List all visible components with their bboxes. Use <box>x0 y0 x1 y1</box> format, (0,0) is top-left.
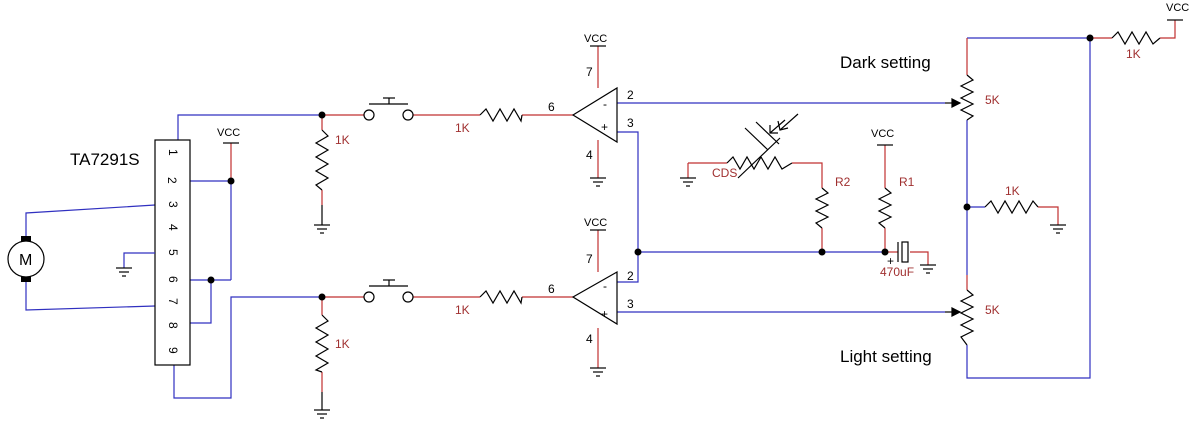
vcc-label: VCC <box>584 217 607 229</box>
cap-value: 470uF <box>880 265 914 279</box>
cap-plus-sign: + <box>887 254 894 268</box>
op-amp-icon: - + 6 2 3 7 4 <box>548 65 634 162</box>
vcc-label: VCC <box>217 127 240 139</box>
ic-gnd-wire <box>123 252 155 268</box>
ic-pin-label: 6 <box>166 276 180 283</box>
vcc-label: VCC <box>584 33 607 45</box>
junction-dot-icon <box>318 111 326 119</box>
ground-icon <box>590 177 606 187</box>
vcc-label: VCC <box>1166 2 1189 14</box>
vcc-symbol: VCC <box>584 217 607 231</box>
resistor-icon <box>1111 30 1161 46</box>
resistor-icon <box>984 199 1039 215</box>
opamp-plus-sign: + <box>601 120 608 134</box>
ic-pin-label: 2 <box>165 177 179 184</box>
dark-setting-heading: Dark setting <box>840 53 931 72</box>
vcc-symbol: VCC <box>1166 2 1189 21</box>
vcc-symbol: VCC <box>584 33 607 47</box>
top-pull-resistor-value: 1K <box>335 133 350 147</box>
ground-icon <box>1050 224 1066 234</box>
ic-pin-label: 4 <box>166 224 180 231</box>
junction-dot-icon <box>634 248 642 256</box>
opamp-pin-out: 6 <box>548 282 555 296</box>
ic-pin-label: 8 <box>166 322 180 329</box>
ground-icon <box>314 392 330 419</box>
op-amp-icon: - + 6 2 3 7 4 <box>548 252 634 346</box>
junction-dot-icon <box>963 203 971 211</box>
junction-dots <box>207 34 1094 301</box>
push-button-icon <box>363 97 414 121</box>
ground-icon <box>680 177 696 187</box>
light-setting-heading: Light setting <box>840 347 932 366</box>
resistor-icon <box>814 187 830 229</box>
junction-dot-icon <box>881 248 889 256</box>
r1-label: R1 <box>899 175 915 189</box>
junction-dot-icon <box>207 276 215 284</box>
push-button-icon <box>363 279 414 303</box>
resistor-icon <box>479 289 523 305</box>
red-wires <box>230 20 1176 392</box>
potentiometer-icon <box>945 289 975 346</box>
ground-icon <box>590 367 606 377</box>
top-series-resistor-value: 1K <box>455 121 470 135</box>
ic-pin-label: 3 <box>166 201 180 208</box>
vcc-label: VCC <box>871 128 894 140</box>
ground-icon <box>920 264 936 274</box>
opamp-pin-noninv: 3 <box>627 297 634 311</box>
ldr-icon <box>726 113 799 179</box>
ground-icon <box>116 267 132 277</box>
ic-pin-label: 9 <box>166 347 180 354</box>
ic-name: TA7291S <box>70 150 140 169</box>
vcc-symbol: VCC <box>217 127 240 144</box>
opamp-pin-vcc: 7 <box>586 65 593 79</box>
bottom-series-resistor-value: 1K <box>455 303 470 317</box>
opamp-minus-sign: - <box>603 279 607 293</box>
resistor-icon <box>314 129 330 191</box>
ic-pin-label: 5 <box>166 249 180 256</box>
opamp-pin-vcc: 7 <box>586 252 593 266</box>
vcc-symbol: VCC <box>871 128 894 146</box>
capacitor-icon <box>897 241 909 263</box>
junction-dot-icon <box>1086 34 1094 42</box>
pot-light-value: 5K <box>985 303 1000 317</box>
junction-dot-icon <box>318 293 326 301</box>
opamp-pin-noninv: 3 <box>627 116 634 130</box>
opamp-pin-gnd: 4 <box>586 332 593 346</box>
pot-dark-value: 5K <box>985 93 1000 107</box>
opamp-plus-sign: + <box>601 307 608 321</box>
ground-icon <box>314 205 330 234</box>
junction-dot-icon <box>818 248 826 256</box>
resistor-icon <box>877 187 893 229</box>
vcc-resistor-value: 1K <box>1126 47 1141 61</box>
potentiometer-icon <box>945 74 975 121</box>
cds-label: CDS <box>712 166 737 180</box>
bottom-pull-resistor-value: 1K <box>335 337 350 351</box>
opamp-pin-inv: 2 <box>627 88 634 102</box>
resistor-icon <box>314 314 330 373</box>
r2-label: R2 <box>835 175 851 189</box>
blue-wires <box>25 37 1091 399</box>
divider-resistor-value: 1K <box>1005 184 1020 198</box>
opamp-pin-gnd: 4 <box>586 148 593 162</box>
opamp-minus-sign: - <box>603 97 607 111</box>
opamp-pin-out: 6 <box>548 100 555 114</box>
motor-label: M <box>19 252 32 269</box>
opamp-pin-inv: 2 <box>627 269 634 283</box>
ic-ta7291s: TA7291S 1 2 3 4 5 6 7 8 9 <box>70 139 191 366</box>
motor-icon: M <box>7 236 45 282</box>
junction-dot-icon <box>227 177 235 185</box>
ic-pin-label: 1 <box>166 149 180 156</box>
resistor-icon <box>479 107 523 123</box>
ic-pin-label: 7 <box>166 298 180 305</box>
